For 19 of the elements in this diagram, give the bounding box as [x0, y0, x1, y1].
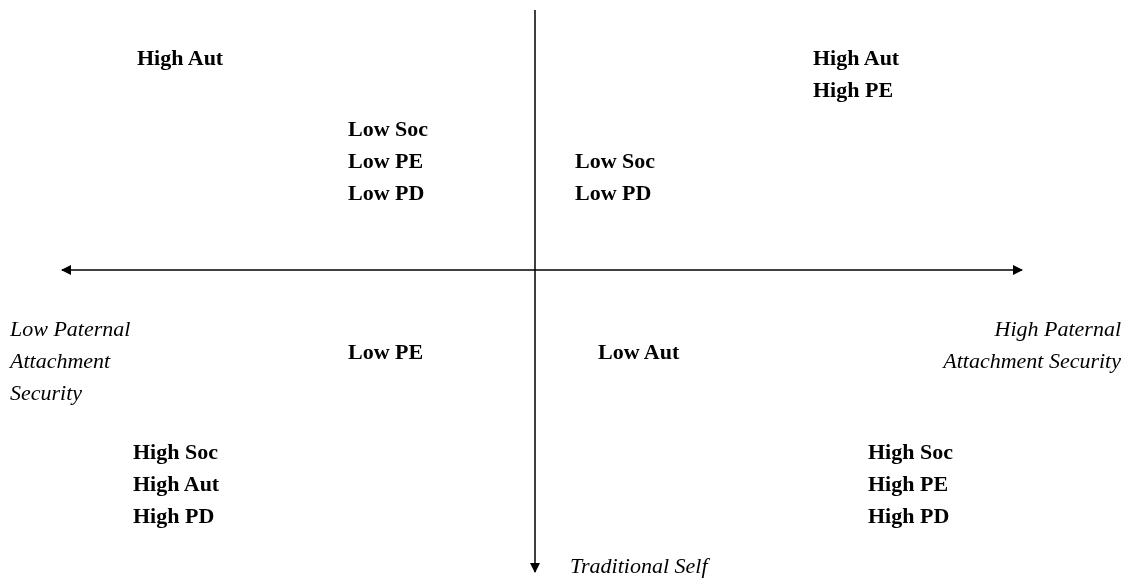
quadrant-label: Low PE	[348, 338, 424, 366]
quadrant-label: High Soc	[868, 438, 953, 466]
quadrant-label: Low Soc	[575, 147, 656, 175]
quadrant-label: High PD	[868, 502, 950, 530]
quadrant-label: High Aut	[813, 44, 900, 72]
quadrant-label: High Aut	[133, 470, 220, 498]
quadrant-label: High PE	[868, 470, 949, 498]
quadrant-label: Low Aut	[598, 338, 680, 366]
quadrant-label: High PE	[813, 76, 894, 104]
axis-label: Low Paternal Attachment Security	[10, 315, 132, 407]
quadrant-label: Low PD	[348, 179, 425, 207]
quadrant-label: Low PD	[575, 179, 652, 207]
axis-label: Traditional Self	[570, 552, 708, 580]
quadrant-label: High Soc	[133, 438, 218, 466]
axis-label: High Paternal Attachment Security	[941, 315, 1121, 375]
quadrant-label: High PD	[133, 502, 215, 530]
quadrant-label: Low PE	[348, 147, 424, 175]
quadrant-label: High Aut	[137, 44, 224, 72]
quadrant-label: Low Soc	[348, 115, 429, 143]
